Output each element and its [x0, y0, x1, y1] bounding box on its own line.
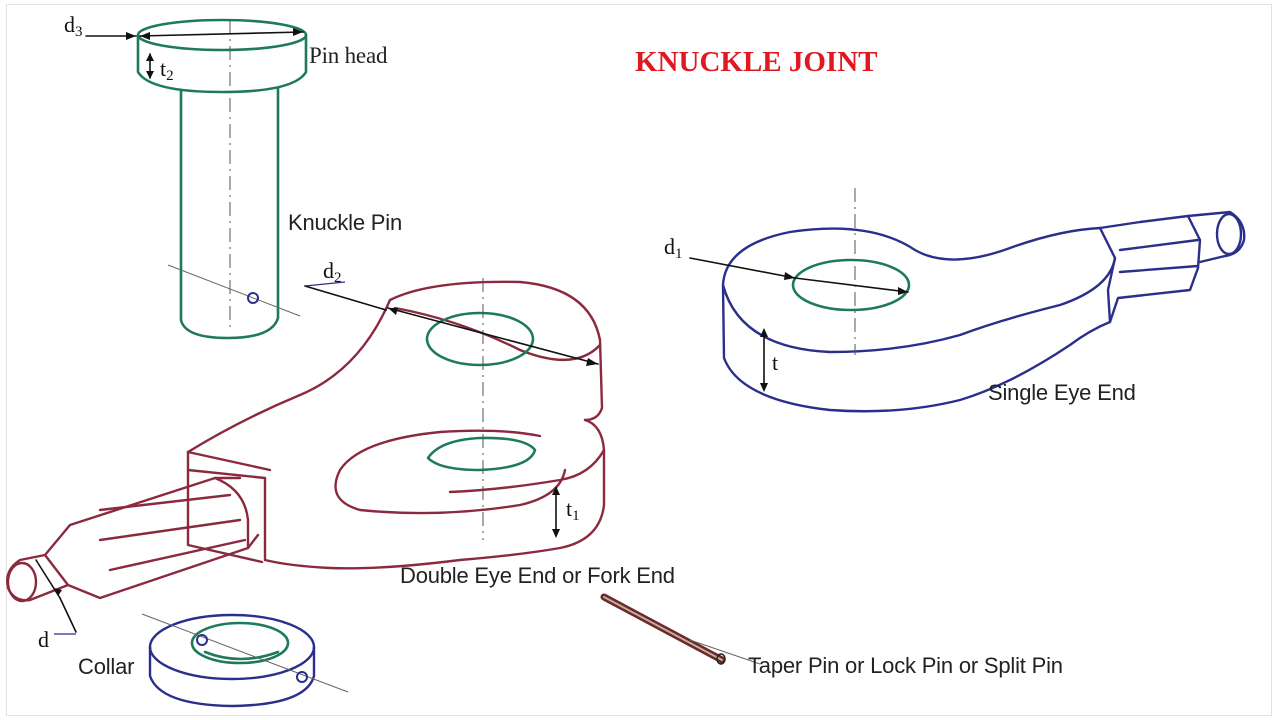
fork-lower-eye-edge [448, 448, 606, 494]
single-eye-end [721, 188, 1246, 413]
fork-block-edge [186, 450, 272, 472]
d3-symbol: d3 [64, 12, 83, 40]
t2-symbol: t2 [160, 56, 174, 84]
single-eye-hex-edge-2 [1118, 264, 1200, 274]
single-eye-hole [791, 258, 911, 312]
collar-side [148, 645, 316, 708]
hex-edge-3 [108, 538, 247, 572]
fork-upper-eye-edge [393, 306, 602, 361]
fork-upper-hole [425, 311, 535, 367]
d-dimension [35, 559, 77, 635]
d1-symbol: d1 [664, 234, 683, 262]
t1-symbol: t1 [566, 496, 580, 524]
single-eye-rod-end [1215, 212, 1243, 256]
collar-hole-inner [203, 650, 280, 661]
fork-upper-eye [186, 280, 604, 454]
fork-block-side [186, 468, 264, 564]
t-dimension [760, 328, 768, 392]
d3-dimension [85, 28, 304, 40]
double-eye-end-label: Double Eye End or Fork End [400, 563, 675, 588]
knuckle-pin-label: Knuckle Pin [288, 210, 402, 235]
collar-label: Collar [78, 654, 135, 679]
fork-hex-rod [43, 476, 260, 600]
hex-edge-2 [98, 518, 242, 542]
diagram-title: KNUCKLE JOINT [635, 46, 878, 78]
collar [141, 613, 349, 708]
fork-rod-end-face [6, 561, 38, 603]
d1-dimension [689, 257, 909, 295]
fork-block [186, 450, 267, 562]
pin-cross-hole [247, 292, 259, 304]
single-eye-side [721, 283, 1112, 413]
d2-dimension [304, 281, 599, 366]
collar-pin-hole-1 [196, 634, 208, 646]
taper-pin-label: Taper Pin or Lock Pin or Split Pin [748, 653, 1063, 678]
single-eye-end-label: Single Eye End [988, 380, 1136, 405]
pin-shank [179, 86, 280, 340]
collar-pin-axis [141, 613, 349, 693]
fork-hex-face [213, 476, 250, 550]
t2-dimension [146, 53, 154, 79]
knuckle-pin [136, 18, 308, 340]
hex-edge-1 [98, 493, 232, 512]
single-eye-hex [1098, 214, 1202, 324]
d-symbol: d [38, 627, 49, 652]
pin-hole-axis [167, 264, 301, 317]
taper-pin [600, 593, 761, 665]
collar-hole [190, 621, 290, 665]
fork-slot [334, 429, 567, 515]
collar-pin-hole-2 [296, 671, 308, 683]
diagram-frame [6, 4, 1272, 716]
pin-head-side [136, 33, 308, 94]
t1-dimension [552, 486, 560, 538]
single-eye-top [721, 226, 1117, 354]
single-eye-hex-edge-1 [1118, 238, 1200, 252]
fork-end [6, 278, 606, 603]
t-symbol: t [772, 350, 779, 375]
d2-symbol: d2 [323, 258, 342, 286]
pin-head-label: Pin head [309, 43, 388, 68]
fork-lower-hole [426, 436, 537, 472]
